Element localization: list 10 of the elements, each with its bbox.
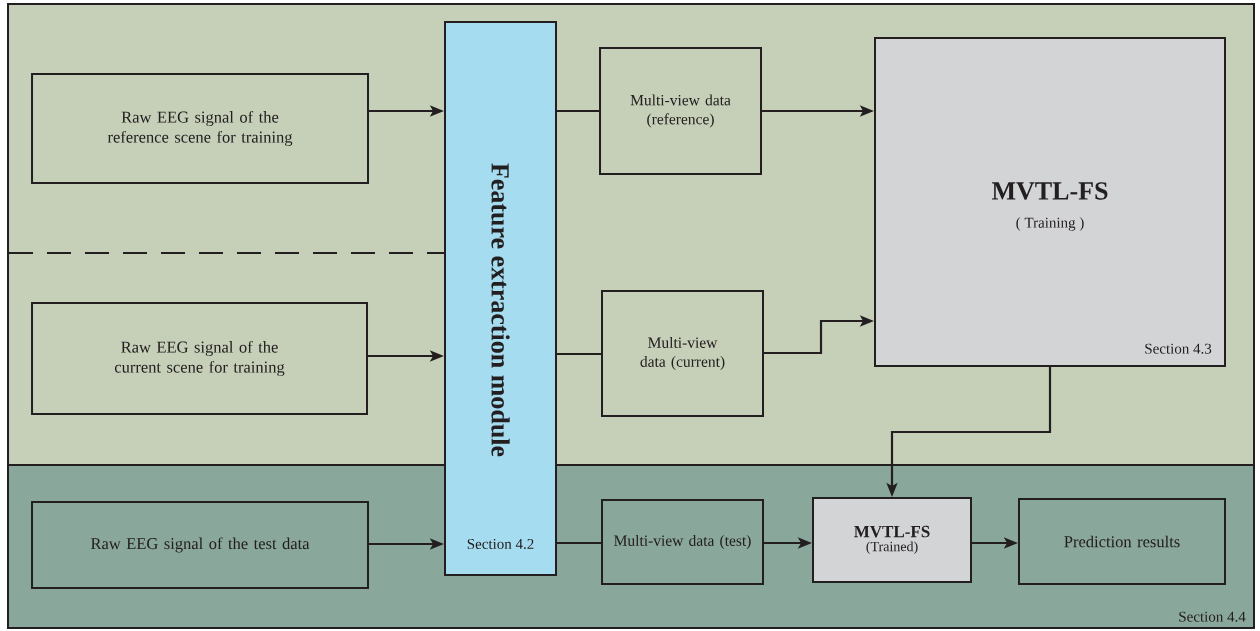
model-box: MVTL-FS ( Training ) Section 4.3 bbox=[874, 37, 1226, 367]
model-box: MVTL-FS (Trained) bbox=[812, 497, 972, 583]
data-box: Multi-view data (current) bbox=[601, 290, 764, 417]
data-box: Multi-view data (reference) bbox=[599, 47, 762, 175]
input-box: Raw EEG signal of the test data bbox=[31, 501, 369, 589]
input-box: Raw EEG signal of the reference scene for training bbox=[31, 73, 369, 184]
output-box: Prediction results bbox=[1018, 498, 1226, 585]
module-box: Feature extraction module Section 4.2 bbox=[444, 21, 557, 576]
input-box: Raw EEG signal of the current scene for training bbox=[31, 302, 368, 415]
data-box: Multi-view data (test) bbox=[601, 499, 764, 585]
